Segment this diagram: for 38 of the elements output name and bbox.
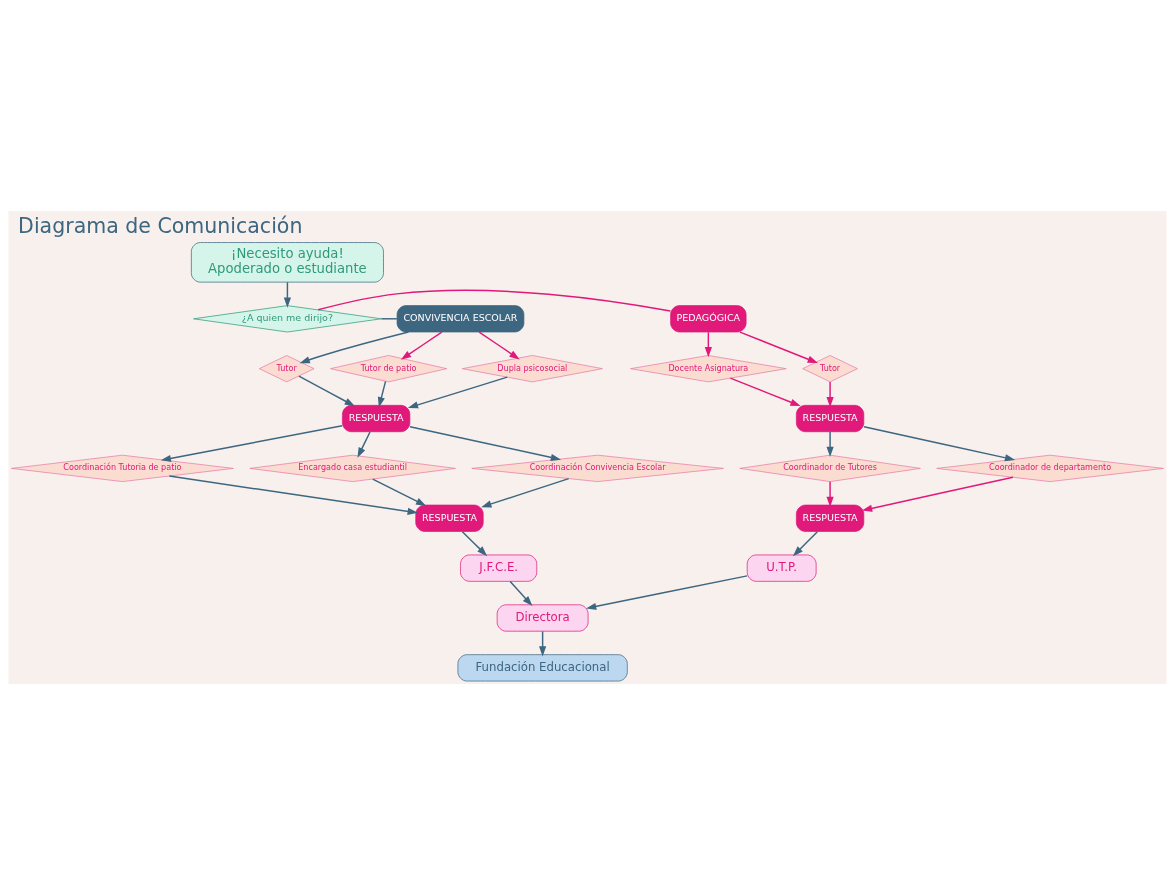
arrow [357,431,371,458]
arrow [481,477,570,508]
diagram-title: Diagrama de Comunicación [18,214,303,239]
node-box: CONVIVENCIA ESCOLAR [396,305,525,333]
arrow [400,331,443,360]
node-box: RESPUESTA [796,404,865,433]
arrow [792,531,819,557]
node-box: ¡Necesito ayuda! Apoderado o estudiante [191,242,384,283]
node-box: RESPUESTA [342,404,411,433]
arrow [377,380,387,408]
arrow [826,481,834,507]
node-box: J.F.C.E. [460,554,538,582]
arrow [168,475,418,515]
arrow [863,426,1016,462]
node-box: RESPUESTA [796,504,865,532]
connector [317,289,672,312]
arrow [478,331,520,360]
connector [380,318,398,320]
arrow [509,580,533,607]
node-box: PEDAGÓGICA [670,305,747,333]
arrow [826,381,834,408]
node-box: U.T.P. [746,554,817,582]
arrow [826,431,834,458]
arrow [461,531,488,557]
arrow [407,376,508,409]
node-diamond: ¿A quien me dirijo? [193,305,382,333]
arrow [409,425,562,461]
arrow [729,377,801,407]
arrow [299,331,410,364]
arrow [372,478,427,506]
node-box: RESPUESTA [415,504,484,532]
node-box: Directora [496,604,589,632]
arrow [739,331,818,364]
arrow [861,476,1014,512]
node-box: Fundación Educacional [457,654,628,682]
arrow [298,375,355,407]
arrow [585,575,748,610]
arrow [160,425,343,462]
